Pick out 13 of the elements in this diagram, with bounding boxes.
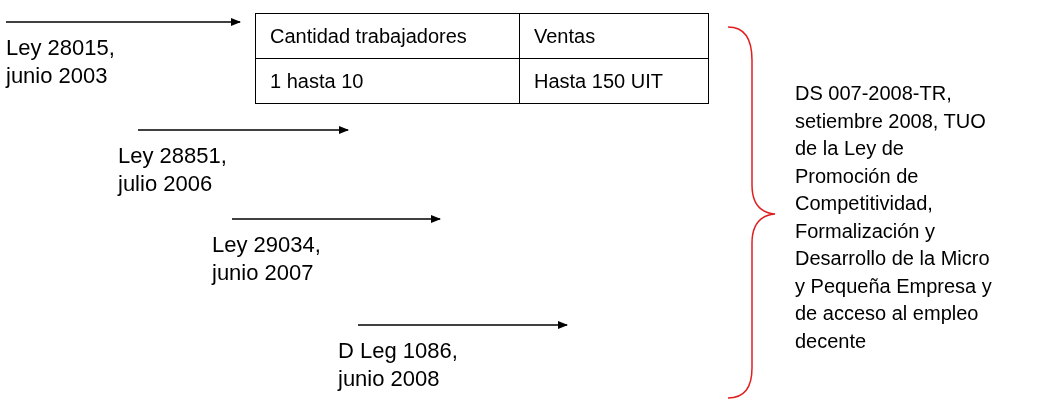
table-cell: Ventas: [519, 13, 709, 59]
table-cell: 1 hasta 10: [255, 58, 520, 104]
law-label: Ley 28015, junio 2003: [6, 34, 116, 90]
law-label: Ley 29034, junio 2007: [212, 231, 322, 287]
table-cell: Hasta 150 UIT: [519, 58, 709, 104]
arrow: [137, 126, 349, 134]
note-text: DS 007-2008-TR, setiembre 2008, TUO de la Ley de Promoción de Competitividad, Formalización y Desarrollo de la Micro y Pequeña Empresa y de acceso al empleo decente: [795, 81, 993, 354]
law-label: Ley 28851, julio 2006: [118, 142, 228, 198]
arrow: [231, 215, 441, 223]
table-cell: Cantidad trabajadores: [255, 13, 520, 59]
law-label: D Leg 1086, junio 2008: [338, 337, 459, 393]
arrow: [5, 18, 241, 26]
arrow: [357, 321, 568, 329]
